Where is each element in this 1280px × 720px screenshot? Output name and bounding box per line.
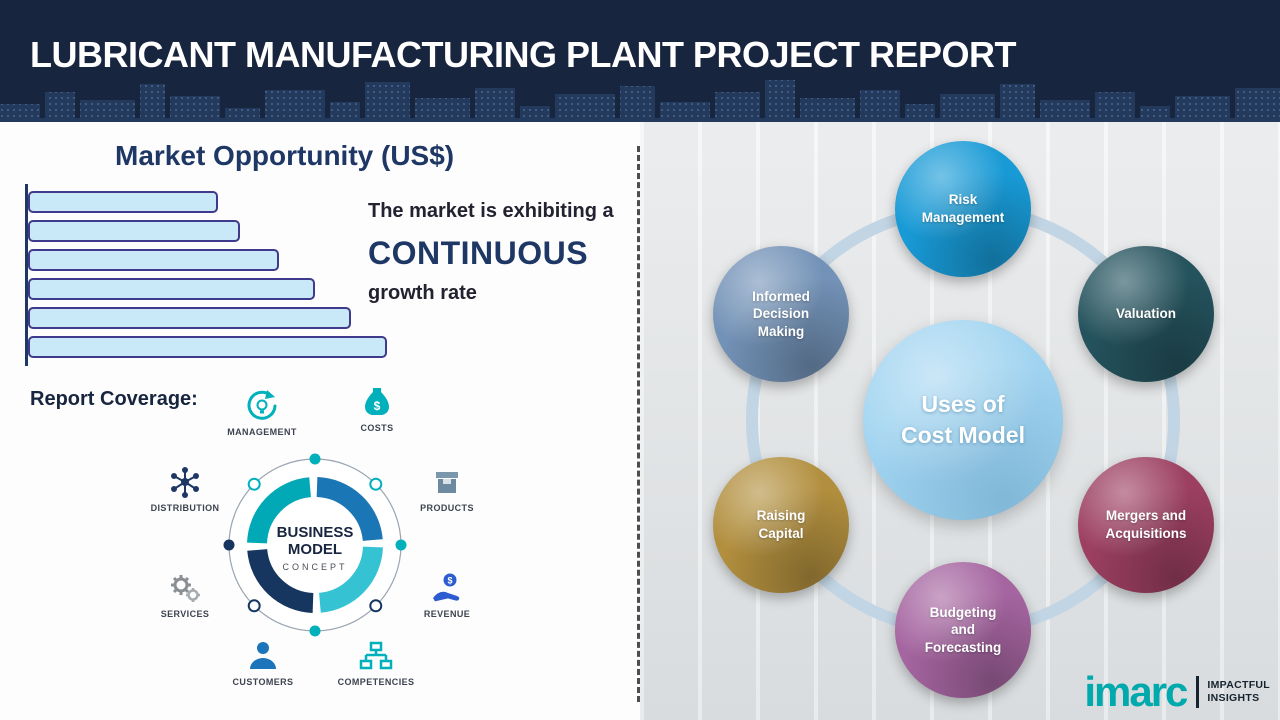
box-icon [436,472,458,493]
coverage-item-products: PRODUCTS [392,464,502,513]
market-opportunity-title: Market Opportunity (US$) [115,140,455,171]
coverage-item-distribution: DISTRIBUTION [130,464,240,513]
growth-caption-line2: growth rate [368,282,477,304]
bmc-center-line1: BUSINESS [277,524,354,541]
coverage-item-management: MANAGEMENT [207,388,317,437]
imarc-logo: imarc IMPACTFUL INSIGHTS [1084,668,1270,716]
coverage-item-revenue: $ REVENUE [392,570,502,619]
bar-chart-bars [28,191,408,365]
coverage-item-customers: CUSTOMERS [208,638,318,687]
page-title: LUBRICANT MANUFACTURING PLANT PROJECT RE… [30,34,1016,75]
coverage-item-label: CUSTOMERS [232,677,294,687]
coverage-item-competencies: COMPETENCIES [321,638,431,687]
svg-text:$: $ [374,399,381,413]
bar [28,307,351,329]
growth-caption-line1: The market is exhibiting a [368,200,614,222]
imarc-logo-text: imarc [1084,668,1188,716]
cost-model-node-risk-management: Risk Management [895,141,1031,277]
gears-icon [171,575,200,602]
business-model-ring-diagram: BUSINESS MODEL CONCEPT [223,453,407,637]
cost-model-node-valuation: Valuation [1078,246,1214,382]
cost-model-center-label: Uses of Cost Model [901,390,1025,448]
person-icon [250,642,276,669]
money-bag-icon: $ [365,388,389,415]
node-label: Raising Capital [756,508,806,541]
left-panel: Market Opportunity (US$) The market is e… [0,122,640,720]
ring-node-dots [223,453,407,637]
cost-model-center-circle: Uses of Cost Model [863,320,1063,520]
coverage-item-label: PRODUCTS [420,503,474,513]
city-skyline-graphic [0,80,1280,122]
coverage-item-label: MANAGEMENT [227,427,297,437]
coverage-item-label: COSTS [360,423,394,433]
network-icon [171,467,199,498]
imarc-tagline: IMPACTFUL INSIGHTS [1207,679,1270,706]
cost-model-node-informed-decision-making: Informed Decision Making [713,246,849,382]
growth-caption-emphasis: CONTINUOUS [368,235,589,271]
svg-text:$: $ [447,576,452,586]
coverage-item-label: COMPETENCIES [337,677,415,687]
recycle-idea-icon [247,390,277,420]
bmc-center-line2: MODEL [288,541,342,558]
cost-model-node-budgeting-forecasting: Budgeting and Forecasting [895,562,1031,698]
node-label: Valuation [1115,306,1176,322]
hand-coin-icon: $ [433,573,460,602]
right-panel: Risk Management Valuation Mergers and Ac… [640,122,1280,720]
imarc-tagline-line1: IMPACTFUL [1207,678,1270,691]
growth-caption: The market is exhibiting a CONTINUOUS gr… [368,200,638,305]
report-coverage-label: Report Coverage: [30,388,198,410]
imarc-logo-divider [1196,676,1200,709]
node-label: Budgeting and Forecasting [924,604,1002,655]
header-bar: LUBRICANT MANUFACTURING PLANT PROJECT RE… [0,0,1280,122]
bar-chart-axis [25,184,28,366]
bar [28,249,279,271]
bar [28,336,387,358]
imarc-tagline-line2: INSIGHTS [1207,692,1260,705]
org-chart-icon [359,641,393,670]
bar [28,191,218,213]
coverage-item-label: SERVICES [160,609,210,619]
coverage-item-label: REVENUE [423,609,471,619]
bar [28,278,315,300]
cost-model-node-mergers-acquisitions: Mergers and Acquisitions [1078,457,1214,593]
coverage-item-costs: $ COSTS [322,384,432,433]
coverage-item-label: DISTRIBUTION [150,503,220,513]
node-label: Risk Management [921,192,1005,225]
coverage-item-services: SERVICES [130,570,240,619]
node-label: Informed Decision Making [752,288,810,339]
dashed-divider [637,146,640,702]
bmc-center-line3: CONCEPT [282,562,347,572]
node-label: Mergers and Acquisitions [1105,508,1187,541]
cost-model-node-raising-capital: Raising Capital [713,457,849,593]
bar [28,220,240,242]
